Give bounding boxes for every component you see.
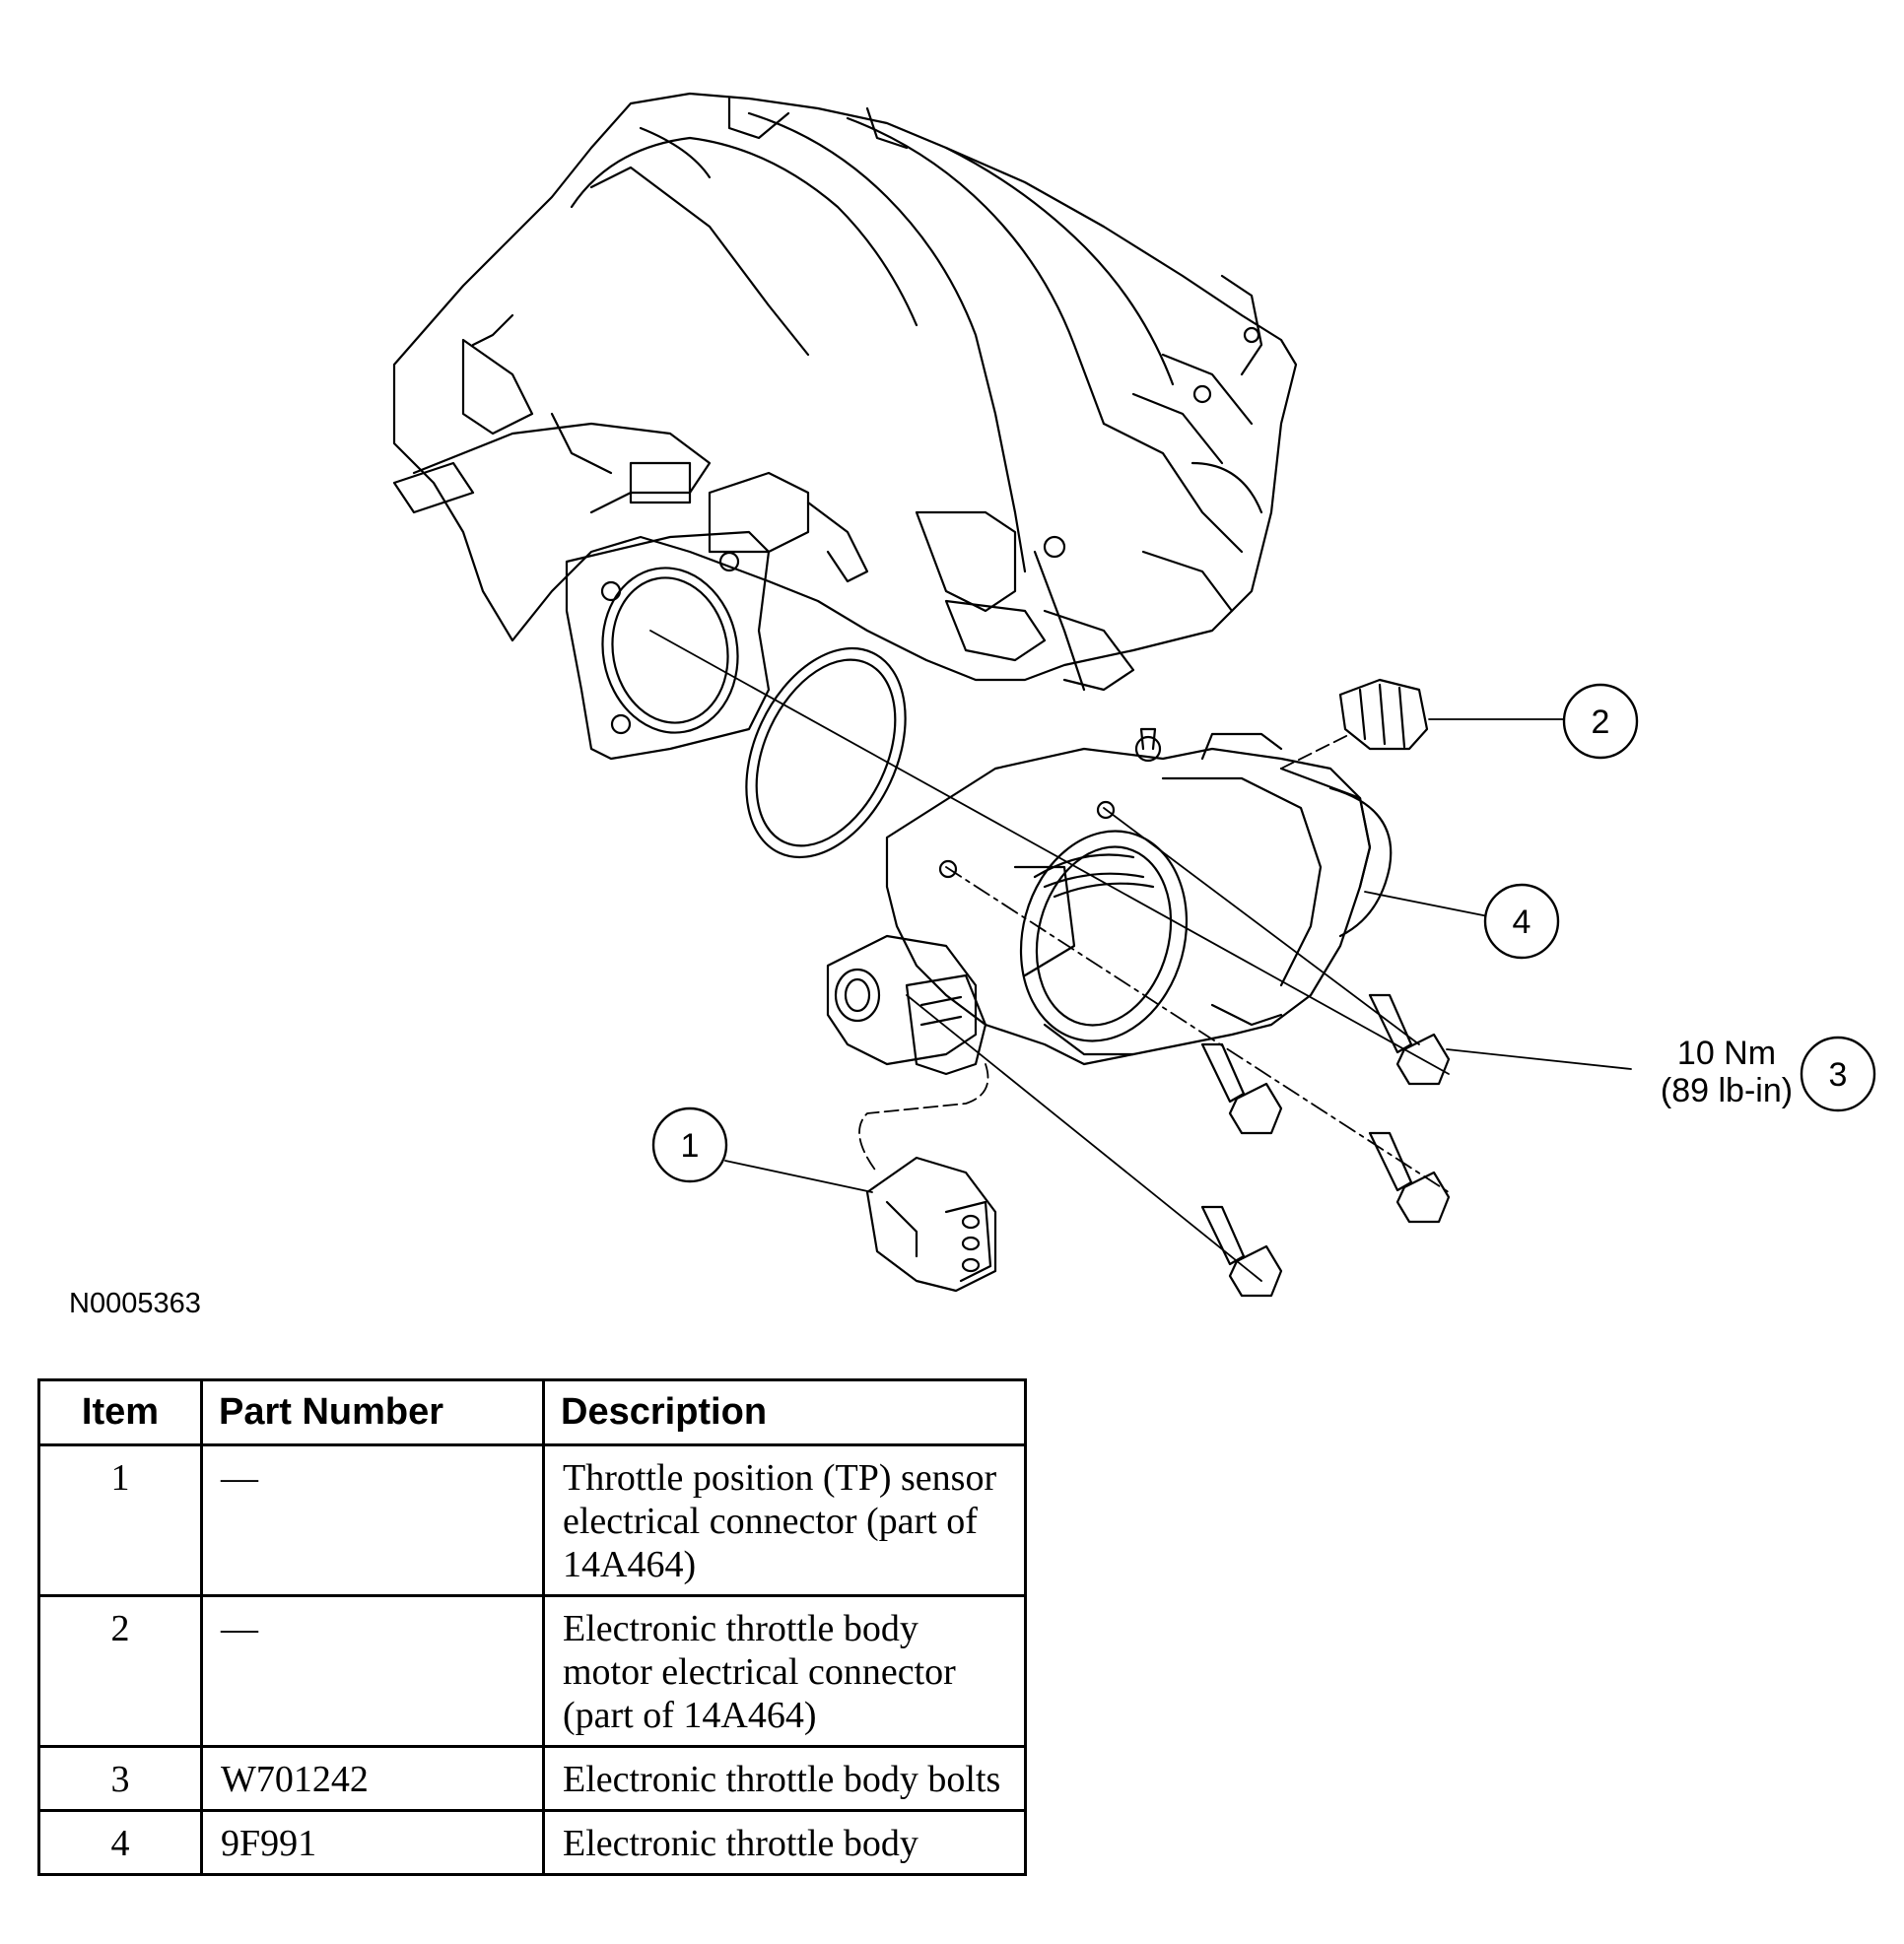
header-part-number: Part Number <box>200 1378 545 1446</box>
table-row: 4 9F991 Electronic throttle body <box>37 1809 1027 1876</box>
callout-2-circle <box>1562 683 1639 760</box>
callout-4-circle <box>1483 883 1560 960</box>
row-description: Electronic throttle body bolts <box>542 1745 1027 1812</box>
table-header-row: Item Part Number Description <box>37 1378 1027 1446</box>
header-item: Item <box>37 1378 203 1446</box>
tp-sensor-electrical-connector <box>865 1156 997 1293</box>
row-description: Electronic throttle body motor electrica… <box>542 1594 1027 1748</box>
callout-3-label: 3 <box>1829 1056 1848 1094</box>
parts-table: Item Part Number Description 1 — Throttl… <box>37 1378 1027 1876</box>
row-part-number: — <box>200 1443 545 1597</box>
exploded-view-diagram: 1 2 3 4 10 Nm (89 lb-in) <box>392 92 1876 1298</box>
throttle-body-bolt-left <box>1200 1042 1283 1135</box>
row-item: 1 <box>37 1443 203 1597</box>
throttle-body-gasket <box>745 646 907 859</box>
header-description: Description <box>542 1378 1027 1446</box>
torque-spec-nm: 10 Nm <box>1677 1035 1776 1072</box>
electronic-throttle-body <box>885 727 1393 1066</box>
callout-1-circle <box>651 1106 728 1183</box>
callout-4-label: 4 <box>1513 904 1531 941</box>
throttle-body-bolt-lower <box>1200 1205 1283 1298</box>
callout-2-label: 2 <box>1592 704 1610 741</box>
row-item: 2 <box>37 1594 203 1748</box>
row-description: Throttle position (TP) sensor electrical… <box>542 1443 1027 1597</box>
row-part-number: W701242 <box>200 1745 545 1812</box>
row-item: 3 <box>37 1745 203 1812</box>
figure-id: N0005363 <box>69 1288 201 1319</box>
table-row: 1 — Throttle position (TP) sensor electr… <box>37 1443 1027 1597</box>
tp-sensor-housing <box>826 934 987 1076</box>
throttle-body-bolt-middle <box>1368 1131 1451 1224</box>
row-part-number: 9F991 <box>200 1809 545 1876</box>
manifold-throttle-flange <box>565 530 771 761</box>
throttle-body-bolt-upper <box>1368 993 1451 1086</box>
row-part-number: — <box>200 1594 545 1748</box>
row-description: Electronic throttle body <box>542 1809 1027 1876</box>
table-row: 3 W701242 Electronic throttle body bolts <box>37 1745 1027 1812</box>
callout-1-label: 1 <box>681 1127 700 1165</box>
row-item: 4 <box>37 1809 203 1876</box>
table-row: 2 — Electronic throttle body motor elect… <box>37 1594 1027 1748</box>
torque-spec-lbin: (89 lb-in) <box>1661 1072 1793 1109</box>
callout-3-circle <box>1800 1036 1876 1112</box>
motor-electrical-connector <box>1338 678 1429 751</box>
intake-manifold <box>392 92 1298 692</box>
